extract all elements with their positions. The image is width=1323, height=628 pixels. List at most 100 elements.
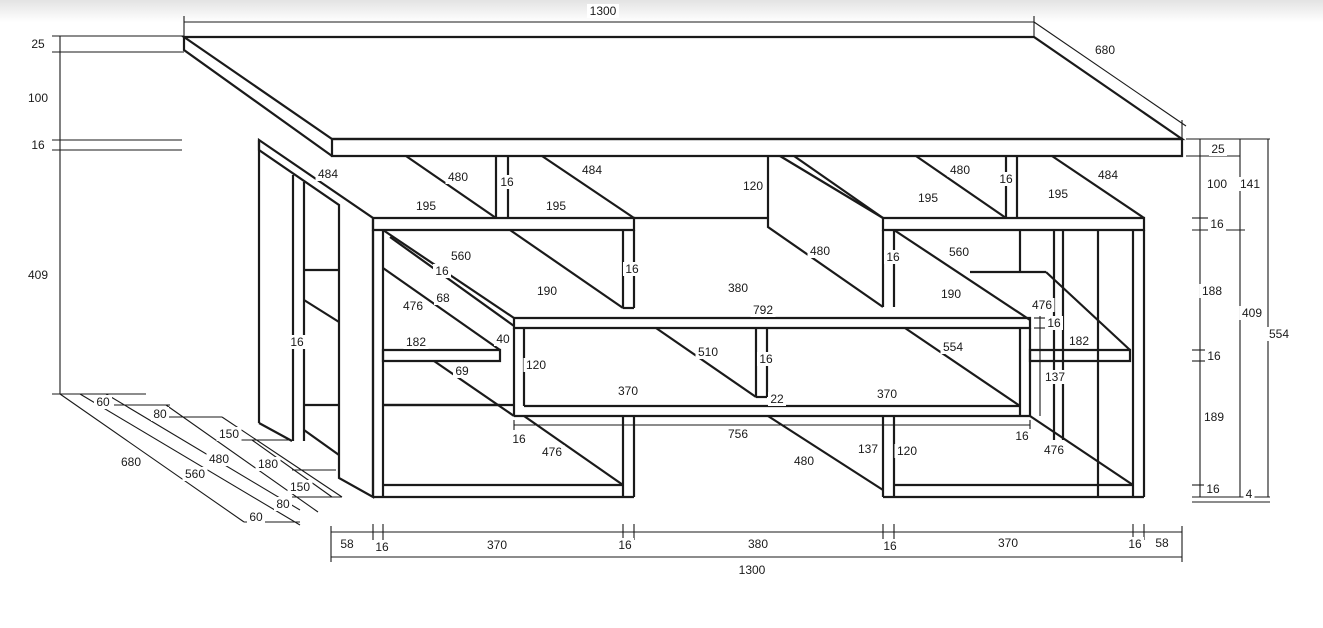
bottom-left-box [371,230,636,499]
label-bg-top-width [587,4,619,18]
label-bg-c-476-c [539,445,565,459]
label-bg-c-16-side [288,335,306,349]
label-bg-c-756 [725,427,751,441]
dimension-label-c-120-c: 120 [743,179,763,193]
label-bg-c-476-b [1029,298,1055,312]
dimension-label-c-69: 69 [455,364,469,378]
upper-center-panel [766,155,884,308]
dimension-label-r-189: 189 [1204,410,1224,424]
bottom-dimension-chain [330,524,1183,562]
label-bg-c-510 [695,345,721,359]
dimension-label-c-480-l: 480 [448,170,468,184]
label-bg-r-25 [1209,142,1227,156]
label-bg-r-16-c [1204,482,1222,496]
label-bg-c-137-b [855,442,881,456]
label-bg-r-189 [1201,410,1227,424]
label-bg-c-16-bar [1045,316,1063,330]
dimension-label-b-58-r: 58 [1155,536,1169,550]
label-bg-r-188 [1199,284,1225,298]
label-bg-c-16-bl [510,432,528,446]
dimension-label-c-190-l: 190 [537,284,557,298]
label-bg-d-80-a [151,407,169,421]
label-bg-c-16-l [498,175,516,189]
label-bg-d-60-a [94,395,112,409]
dimension-label-b-16-b: 16 [618,538,632,552]
dimension-label-c-16-bar: 16 [1047,316,1061,330]
label-bg-c-380 [725,281,751,295]
label-bg-l-25 [29,37,47,51]
dimension-label-c-16-br: 16 [1015,429,1029,443]
dimension-label-c-476-a: 476 [403,299,423,313]
label-bg-c-68 [434,291,452,305]
label-bg-c-554 [940,340,966,354]
label-bg-c-16-div [757,352,775,366]
dimension-label-b-380: 380 [748,537,768,551]
dimension-label-c-195-c: 195 [918,191,938,205]
dimension-label-c-120-lb: 120 [526,358,546,372]
dimension-label-r-16-a: 16 [1210,217,1224,231]
label-bg-c-190-r [938,287,964,301]
label-bg-l-16 [29,138,47,152]
dimension-label-l-16: 16 [31,138,45,152]
dimension-label-c-182-r: 182 [1069,334,1089,348]
dimension-label-b-16-a: 16 [375,540,389,554]
label-bg-c-69 [453,364,471,378]
label-bg-b-1300 [736,563,768,577]
label-bg-r-16-a [1208,217,1226,231]
label-bg-r-409 [1239,306,1265,320]
label-bg-c-476-d [1041,443,1067,457]
dimension-label-c-510: 510 [698,345,718,359]
label-bg-d-560 [182,467,208,481]
dimension-label-c-68: 68 [436,291,450,305]
dimension-label-c-137-r: 137 [1045,370,1065,384]
dimension-label-c-484-r: 484 [1098,168,1118,182]
label-bg-b-58-l [338,537,356,551]
label-bg-c-195-a [413,199,439,213]
dimension-label-c-16-mr: 16 [886,250,900,264]
dimension-label-b-1300: 1300 [739,563,766,577]
dimension-label-c-370-a: 370 [618,384,638,398]
label-bg-c-480-r [947,163,973,177]
dimension-label-l-25: 25 [31,37,45,51]
dimension-label-c-16-side: 16 [290,335,304,349]
dimension-label-d-480: 480 [209,452,229,466]
label-bg-c-370-a [615,384,641,398]
dimension-label-l-409: 409 [28,268,48,282]
dimension-label-c-484-l: 484 [318,167,338,181]
depth-dimensions [59,393,343,526]
dimension-label-c-560-r: 560 [949,245,969,259]
left-height-dimension [52,35,184,395]
label-bg-c-484-r [1095,168,1121,182]
label-bg-b-16-d [1126,537,1144,551]
dimension-label-r-409: 409 [1242,306,1262,320]
label-bg-c-484-l [315,167,341,181]
left-side-block [257,137,375,499]
upper-right-box [793,155,1146,497]
dimension-label-c-190-r: 190 [941,287,961,301]
label-bg-c-792 [750,303,776,317]
dimension-label-d-80-a: 80 [153,407,167,421]
label-bg-c-182-r [1066,334,1092,348]
label-bg-c-476-a [400,299,426,313]
dimension-label-d-60-b: 60 [249,510,263,524]
label-bg-r-554 [1266,327,1292,341]
label-bg-c-370-b [874,387,900,401]
dimension-label-l-100: 100 [28,91,48,105]
dimension-label-c-476-b: 476 [1032,298,1052,312]
dimension-label-c-22: 22 [770,392,784,406]
label-bg-l-409 [25,268,51,282]
dimension-label-d-150-b: 150 [290,480,310,494]
dimension-label-r-4: 4 [1246,487,1253,501]
dimension-label-c-370-b: 370 [877,387,897,401]
inner-dimension-ticks [513,316,1046,430]
dimension-label-top-width: 1300 [590,4,617,18]
middle-box [512,316,1132,418]
dimension-label-d-680: 680 [121,455,141,469]
dimension-label-b-16-d: 16 [1128,537,1142,551]
dimension-label-b-58-l: 58 [340,537,354,551]
dimension-label-r-16-b: 16 [1207,349,1221,363]
dimension-label-c-120-b: 120 [897,444,917,458]
label-bg-c-480-m [807,244,833,258]
label-bg-c-195-c [915,191,941,205]
